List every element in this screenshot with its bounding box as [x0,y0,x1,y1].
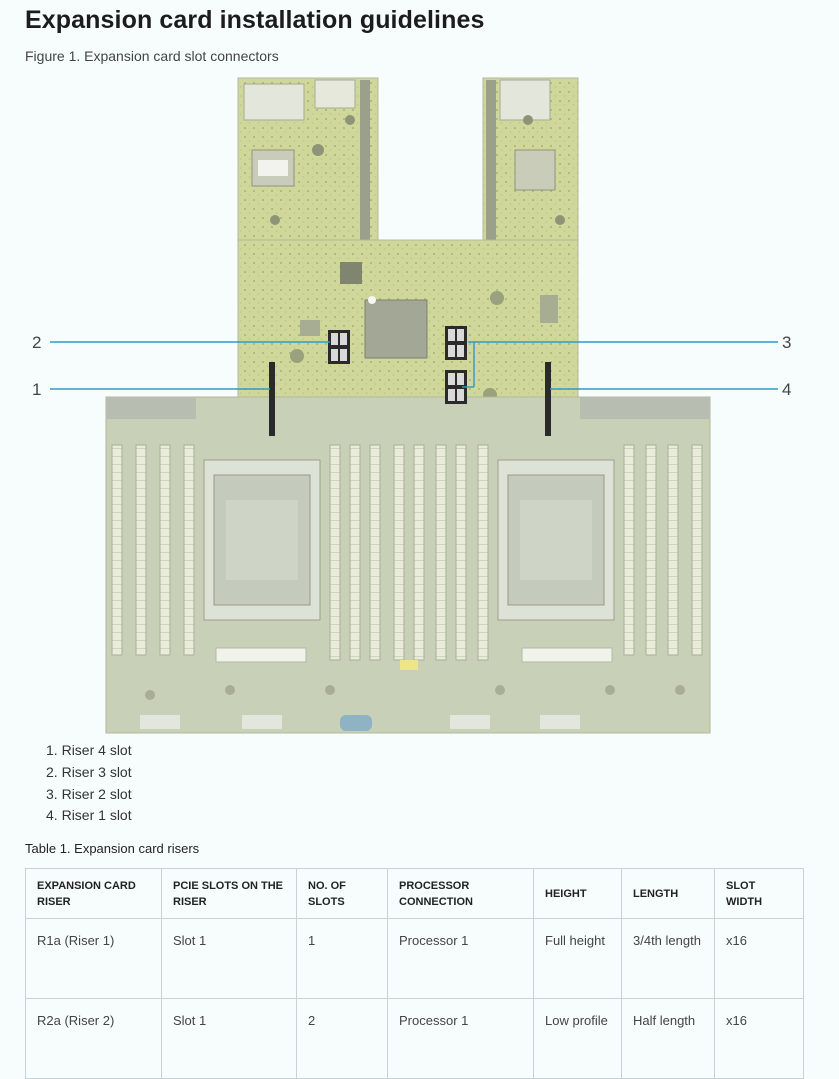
table-cell: Processor 1 [387,998,534,1079]
column-header: HEIGHT [533,868,622,919]
table-cell: Processor 1 [387,918,534,999]
upper-right-board [482,77,579,250]
legend-number: 2. [46,763,62,780]
table-caption: Table 1. Expansion card risers [25,841,200,856]
column-header: PROCESSOR CONNECTION [387,868,534,919]
table-cell: Slot 1 [161,998,297,1079]
callout-3: 3 [782,333,791,352]
table-cell: Half length [621,998,715,1079]
column-header: PCIE SLOTS ON THE RISER [161,868,297,919]
table-cell: 3/4th length [621,918,715,999]
riser-connectors [269,326,551,436]
table-header-row: EXPANSION CARD RISER PCIE SLOTS ON THE R… [25,868,804,919]
table-cell: 2 [296,998,388,1079]
column-header: NO. OF SLOTS [296,868,388,919]
callout-2: 2 [32,333,41,352]
table-cell: Low profile [533,998,622,1079]
table-row: R1a (Riser 1) Slot 1 1 Processor 1 Full … [25,918,804,999]
column-header: SLOT WIDTH [714,868,804,919]
upper-left-board [237,77,379,250]
legend-item: 3. Riser 2 slot [46,784,132,806]
motherboard-figure: 1 2 3 4 [32,77,791,734]
table-cell: 1 [296,918,388,999]
table-cell: R2a (Riser 2) [25,998,162,1079]
legend-item: 4. Riser 1 slot [46,805,132,827]
table-cell: x16 [714,998,804,1079]
table-cell: x16 [714,918,804,999]
lower-board [105,396,711,734]
table-cell: Full height [533,918,622,999]
legend-item: 2. Riser 3 slot [46,762,132,784]
figure-caption: Figure 1. Expansion card slot connectors [25,48,279,64]
legend-text: Riser 2 slot [61,785,132,802]
legend-number: 3. [46,785,62,802]
legend-text: Riser 3 slot [61,763,132,780]
page-title: Expansion card installation guidelines [25,6,485,34]
legend-number: 1. [46,742,62,758]
legend-number: 4. [46,807,62,824]
table-cell: Slot 1 [161,918,297,999]
table-cell: R1a (Riser 1) [25,918,162,999]
column-header: EXPANSION CARD RISER [25,868,162,919]
figure-legend: 1. Riser 4 slot 2. Riser 3 slot 3. Riser… [46,740,132,827]
column-header: LENGTH [621,868,715,919]
legend-text: Riser 4 slot [61,742,132,758]
legend-text: Riser 1 slot [61,807,132,824]
expansion-card-risers-table: EXPANSION CARD RISER PCIE SLOTS ON THE R… [25,868,804,1079]
callout-4: 4 [782,380,791,399]
callout-lines [50,341,778,390]
callout-1: 1 [32,380,41,399]
table-row: R2a (Riser 2) Slot 1 2 Processor 1 Low p… [25,998,804,1079]
legend-item: 1. Riser 4 slot [46,740,132,762]
